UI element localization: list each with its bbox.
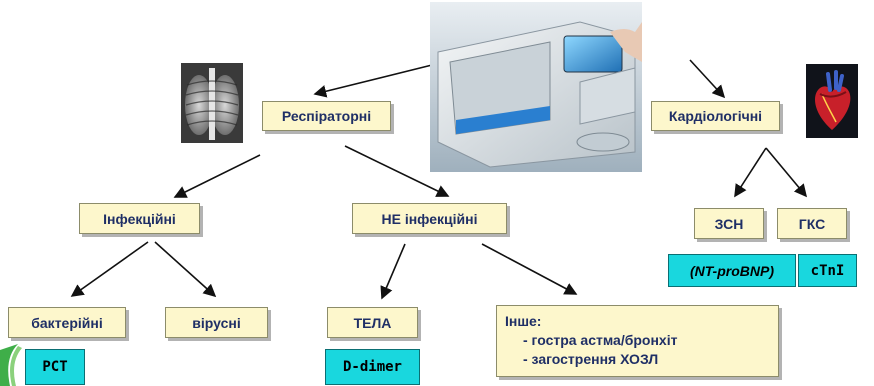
node-acs: ГКС [777,208,847,239]
node-cardiological: Кардіологічні [651,101,780,131]
arrow-infectious-viral [154,241,217,298]
arrow-analyzer-cardio [689,59,726,99]
arrow-cardio-chf [734,147,767,198]
other-item-copd: - загострення ХОЗЛ [523,351,659,367]
marker-nt-probnp: (NT-proBNP) [668,254,796,287]
node-non-infectious: НЕ інфекційні [352,203,507,234]
marker-d-dimer: D-dimer [325,349,420,385]
node-chf: ЗСН [694,208,764,239]
arrow-analyzer-respiratory [313,64,433,98]
node-bacterial: бактерійні [8,307,126,338]
marker-pct: PCT [25,349,85,385]
other-item-asthma: - гостра астма/бронхіт [523,332,678,348]
arrow-noninf-other [481,243,578,295]
node-infectious: Інфекційні [79,203,200,234]
arrow-resp-noninfectious [344,145,450,197]
node-tela: ТЕЛА [327,307,418,338]
node-respiratory: Респіраторні [262,101,391,131]
decorative-swoosh [0,344,22,386]
node-viral: вірусні [165,307,268,338]
heart-image [806,64,858,138]
arrow-noninf-tela [380,243,406,300]
arrow-cardio-acs [765,147,808,198]
arrow-resp-infectious [173,154,261,198]
arrow-infectious-bacterial [70,241,149,297]
node-other: Інше: - гостра астма/бронхіт - загострен… [496,305,779,377]
chest-xray-image [181,63,243,143]
analyzer-device-image [430,2,642,172]
other-title: Інше: [505,313,542,329]
marker-ctni: cTnI [798,254,857,287]
